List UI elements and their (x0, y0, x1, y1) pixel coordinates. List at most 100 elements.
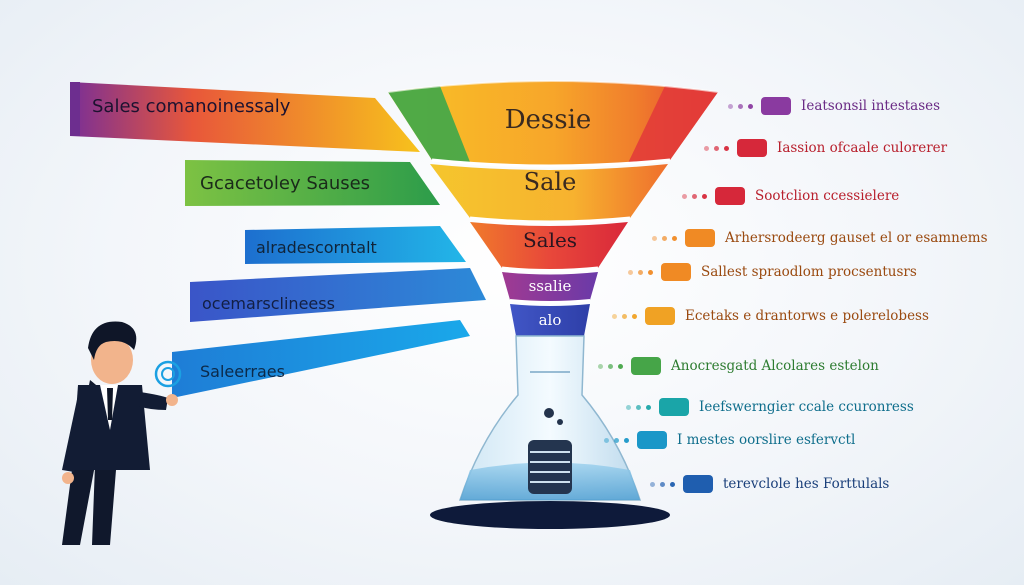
right-item-label: I mestes oorslire esfervctl (677, 432, 856, 448)
person-right-hand (166, 394, 178, 406)
connector-dot (626, 404, 631, 410)
funnel-segment-sales (470, 222, 628, 271)
connector-dot (638, 269, 643, 275)
funnel-label-ssalie: ssalie (528, 277, 572, 295)
connector-dot (670, 481, 675, 487)
flask-base (430, 501, 670, 529)
right-item-0: Ieatsonsil intestases (728, 96, 940, 116)
connector-dot (636, 404, 641, 410)
connector-dots (604, 437, 629, 443)
connector-dots (728, 103, 753, 109)
right-item-label: Ieefswerngier ccale ccuronress (699, 399, 914, 415)
right-item-label: Ecetaks e drantorws e polerelobess (685, 308, 929, 324)
funnel-label-sale: Sale (523, 168, 577, 196)
connector-dot (598, 363, 603, 369)
connector-dots (652, 235, 677, 241)
banner-label-3: ocemarsclineess (202, 294, 335, 313)
spiral-icon (154, 360, 182, 388)
person-arm (138, 392, 168, 410)
banner-ocemarsclineess (190, 268, 486, 322)
coin-stack-lines (530, 451, 570, 483)
right-item-7: Ieefswerngier ccale ccuronress (626, 397, 914, 417)
right-item-label: terevclole hes Forttulals (723, 476, 890, 492)
funnel-divider-1 (431, 158, 671, 168)
funnel-segment-sale (430, 164, 668, 222)
connector-dots (628, 269, 653, 275)
connector-dot (628, 269, 633, 275)
color-tag (631, 357, 661, 375)
right-item-label: Ieatsonsil intestases (801, 98, 941, 114)
color-tag (715, 187, 745, 205)
funnel-glass-flask (430, 335, 670, 529)
businessman-illustration (62, 321, 182, 545)
spiral-icon-inner (161, 367, 175, 381)
connector-dot (748, 103, 753, 109)
color-tag (737, 139, 767, 157)
funnel-divider-3 (501, 266, 599, 272)
funnel-segment-alo (510, 304, 590, 338)
funnel-segment-ssalie (502, 272, 598, 302)
right-item-3: Arhersrodeerg gauset el or esamnems (652, 228, 988, 248)
color-tag (661, 263, 691, 281)
connector-dot (648, 269, 653, 275)
person-suit (72, 385, 150, 470)
connector-dot (738, 103, 743, 109)
banner-sales-comanoinessaly (70, 82, 420, 152)
connector-dot (612, 313, 617, 319)
connector-dot (704, 145, 709, 151)
color-tag (637, 431, 667, 449)
connector-dots (650, 481, 675, 487)
funnel-segment-dessie (388, 81, 718, 166)
funnel-divider-4 (509, 299, 591, 303)
connector-dot (646, 404, 651, 410)
right-item-1: Iassion ofcaale culorerer (704, 138, 947, 158)
color-tag (761, 97, 791, 115)
connector-dot (692, 193, 697, 199)
funnel-label-dessie: Dessie (504, 105, 592, 135)
coin-stack-icon (528, 440, 572, 494)
person-hair (88, 321, 137, 360)
connector-dot (622, 313, 627, 319)
right-item-label: Iassion ofcaale culorerer (777, 140, 948, 156)
banner-alradescorntalt (245, 226, 466, 264)
bubble-icon (544, 408, 554, 418)
bubble-icon-2 (557, 419, 563, 425)
right-item-label: Sallest spraodlom procsentusrs (701, 264, 917, 280)
right-item-5: Ecetaks e drantorws e polerelobess (612, 306, 929, 326)
color-tag (683, 475, 713, 493)
connector-dots (704, 145, 729, 151)
color-tag (685, 229, 715, 247)
color-tag (659, 398, 689, 416)
connector-dot (660, 481, 665, 487)
person-tie (107, 388, 113, 420)
connector-dot (604, 437, 609, 443)
banner-saleerraes (172, 320, 470, 398)
connector-dot (728, 103, 733, 109)
color-tag (645, 307, 675, 325)
connector-dots (612, 313, 637, 319)
connector-dot (632, 313, 637, 319)
banner-label-4: Saleerraes (200, 362, 285, 381)
connector-dot (624, 437, 629, 443)
funnel (387, 80, 719, 338)
right-item-8: I mestes oorslire esfervctl (604, 430, 855, 450)
banner-label-2: alradescorntalt (256, 238, 377, 257)
right-item-label: Anocresgatd Alcolares estelon (671, 358, 879, 374)
right-item-label: Sootclion ccessielere (755, 188, 900, 204)
connector-dots (598, 363, 623, 369)
connector-dot (652, 235, 657, 241)
connector-dots (682, 193, 707, 199)
banner-label-1: Gcacetoley Sauses (200, 173, 371, 194)
left-banner-group (70, 82, 486, 398)
banner-accent-0 (70, 82, 80, 136)
right-item-6: Anocresgatd Alcolares estelon (598, 356, 879, 376)
connector-dot (714, 145, 719, 151)
funnel-left-green (388, 86, 470, 162)
right-item-9: terevclole hes Forttulals (650, 474, 889, 494)
connector-dot (614, 437, 619, 443)
banner-gcacetoley-sauses (185, 160, 440, 206)
connector-dot (672, 235, 677, 241)
connector-dot (608, 363, 613, 369)
connector-dots (626, 404, 651, 410)
